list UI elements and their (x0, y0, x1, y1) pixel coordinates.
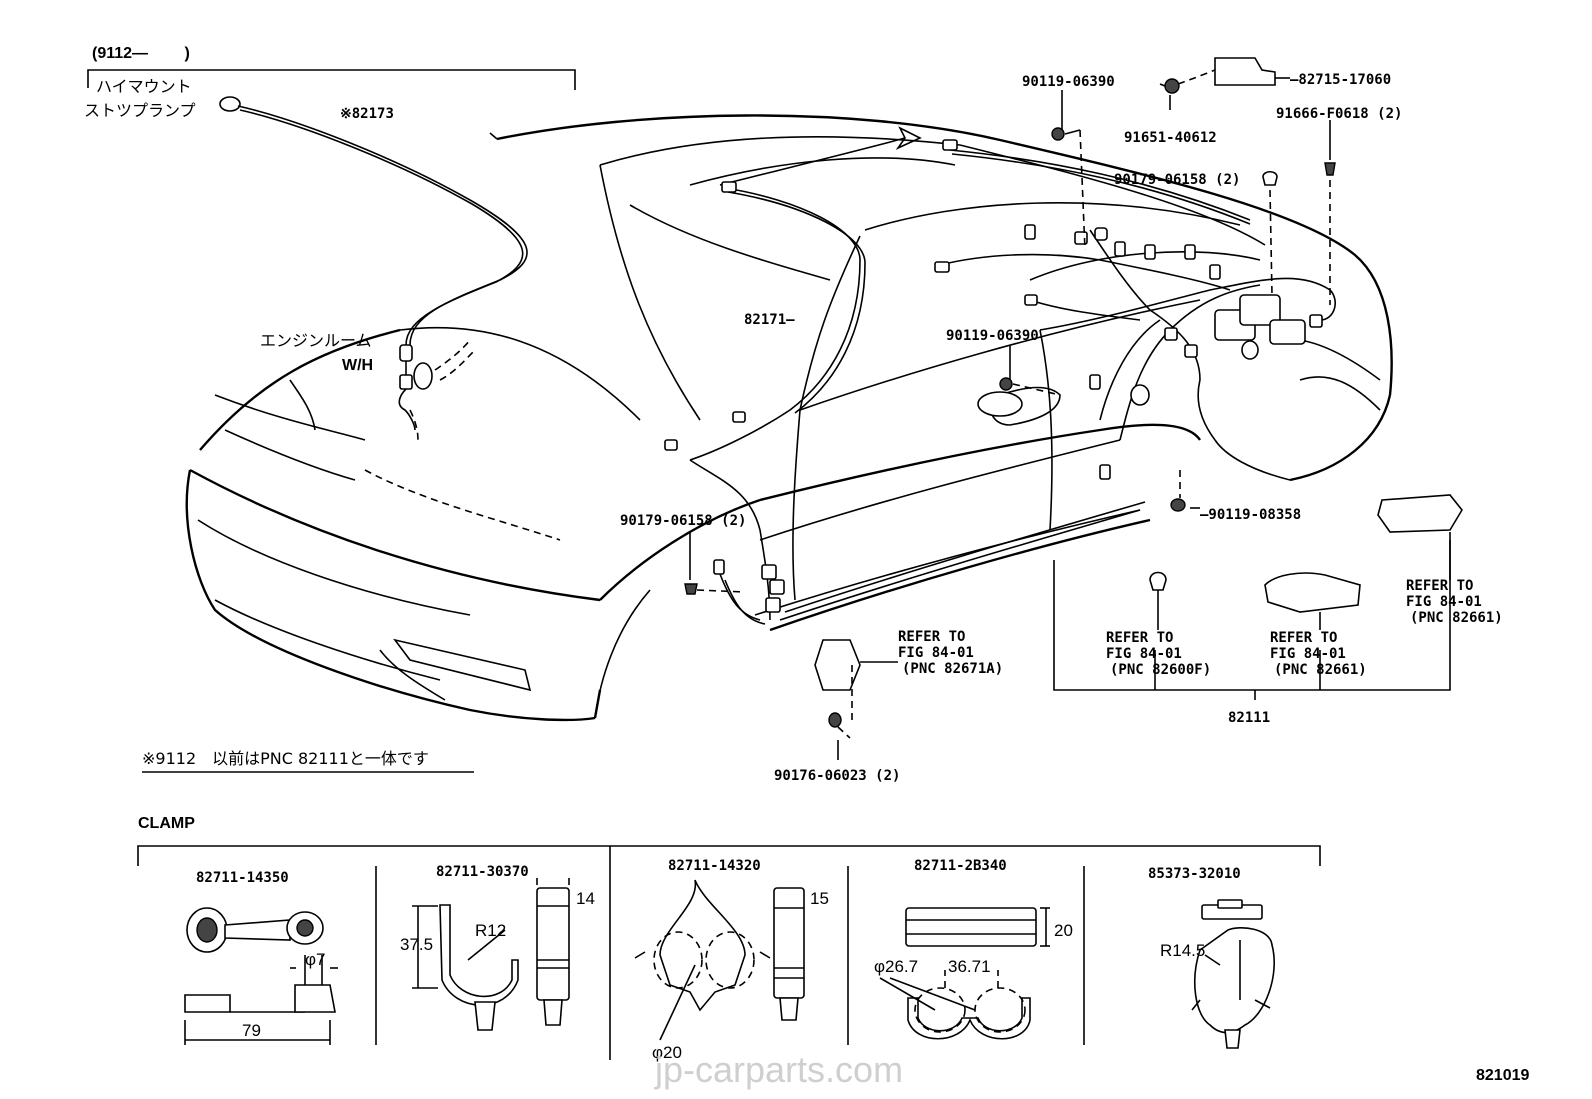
svg-text:36.71: 36.71 (948, 957, 991, 976)
watermark: jp-carparts.com (654, 1049, 903, 1090)
svg-text:79: 79 (242, 1021, 261, 1040)
svg-text:FIG 84-01: FIG 84-01 (898, 645, 974, 661)
svg-text:R14.5: R14.5 (1160, 941, 1205, 960)
svg-text:R12: R12 (475, 921, 506, 940)
callout-82173: ※82173 (340, 106, 394, 122)
callout-82715-17060: —82715-17060 (1290, 72, 1391, 88)
svg-text:(PNC 82661): (PNC 82661) (1410, 610, 1503, 626)
callout-90179-06158-top: 90179-06158 (2) (1114, 172, 1240, 188)
leader-lines (684, 57, 1463, 760)
figure-number: 821019 (1476, 1067, 1529, 1084)
svg-text:FIG 84-01: FIG 84-01 (1406, 594, 1482, 610)
high-mount-label-1: ハイマウント (96, 77, 192, 96)
callout-90119-06390-top: 90119-06390 (1022, 74, 1115, 90)
clamp-section: CLAMP 82711-14350 82711-30370 82711-1432… (137, 815, 1321, 1062)
svg-text:14: 14 (576, 889, 595, 908)
svg-text:37.5: 37.5 (400, 935, 433, 954)
stop-lamp-harness-82173 (219, 96, 528, 441)
callout-91666-F0618: 91666-F0618 (2) (1276, 106, 1402, 122)
refer-block-82671a: REFER TO FIG 84-01 (PNC 82671A) (898, 629, 1003, 677)
svg-text:φ20: φ20 (652, 1043, 682, 1062)
clamp-part-82711-2B340: 82711-2B340 (914, 858, 1007, 874)
header-bracket (87, 69, 576, 90)
clamp-part-82711-14350: 82711-14350 (196, 870, 289, 886)
clamp-5-drawing: R14.5 (1160, 899, 1275, 1049)
callout-90176-06023: 90176-06023 (2) (774, 768, 900, 784)
high-mount-label-2: ストツプランプ (84, 101, 196, 120)
clamp-4-drawing: 20 φ26.7 36.71 (874, 907, 1073, 1040)
callout-90179-06158-bottom: 90179-06158 (2) (620, 513, 746, 529)
clamp-part-85373-32010: 85373-32010 (1148, 866, 1241, 882)
connectors (664, 139, 1323, 625)
svg-text:REFER TO: REFER TO (1406, 578, 1473, 594)
callout-90119-08358: —90119-08358 (1200, 507, 1301, 523)
svg-text:φ7: φ7 (305, 950, 325, 969)
svg-text:(PNC 82671A): (PNC 82671A) (902, 661, 1003, 677)
engine-room-label-1: エンジンルーム (260, 331, 372, 350)
clamp-3-drawing: 15 φ20 (634, 879, 829, 1062)
callout-91651-40612: 91651-40612 (1124, 130, 1217, 146)
callout-90119-06390-mid: 90119-06390 (946, 328, 1039, 344)
callout-82111: 82111 (1228, 710, 1270, 726)
header-code: (9112— ) (92, 45, 190, 62)
refer-block-82661-a: REFER TO FIG 84-01 (PNC 82661) (1270, 630, 1367, 678)
main-wire-harness (689, 126, 1336, 621)
svg-text:FIG 84-01: FIG 84-01 (1270, 646, 1346, 662)
svg-text:REFER TO: REFER TO (1270, 630, 1337, 646)
svg-text:FIG 84-01: FIG 84-01 (1106, 646, 1182, 662)
svg-text:REFER TO: REFER TO (898, 629, 965, 645)
svg-text:φ26.7: φ26.7 (874, 957, 918, 976)
svg-text:(PNC 82661): (PNC 82661) (1274, 662, 1367, 678)
callout-labels: ※82173 82171— 90119-06390 90119-06390 91… (340, 72, 1402, 784)
refer-block-82661-b: REFER TO FIG 84-01 (PNC 82661) (1406, 578, 1503, 626)
clamp-part-82711-14320: 82711-14320 (668, 858, 761, 874)
clamp-title: CLAMP (138, 815, 195, 832)
svg-text:REFER TO: REFER TO (1106, 630, 1173, 646)
svg-text:(PNC 82600F): (PNC 82600F) (1110, 662, 1211, 678)
clamp-2-drawing: 37.5 R12 14 (400, 878, 595, 1031)
clamp-1-drawing: φ7 79 (184, 907, 338, 1045)
refer-block-82600f: REFER TO FIG 84-01 (PNC 82600F) (1106, 630, 1211, 678)
callout-82171: 82171— (744, 312, 795, 328)
clamp-part-82711-30370: 82711-30370 (436, 864, 529, 880)
engine-room-label-2: W/H (342, 357, 373, 374)
svg-text:15: 15 (810, 889, 829, 908)
footnote: ※9112 以前はPNC 82111と一体です (142, 749, 429, 768)
svg-text:20: 20 (1054, 921, 1073, 940)
